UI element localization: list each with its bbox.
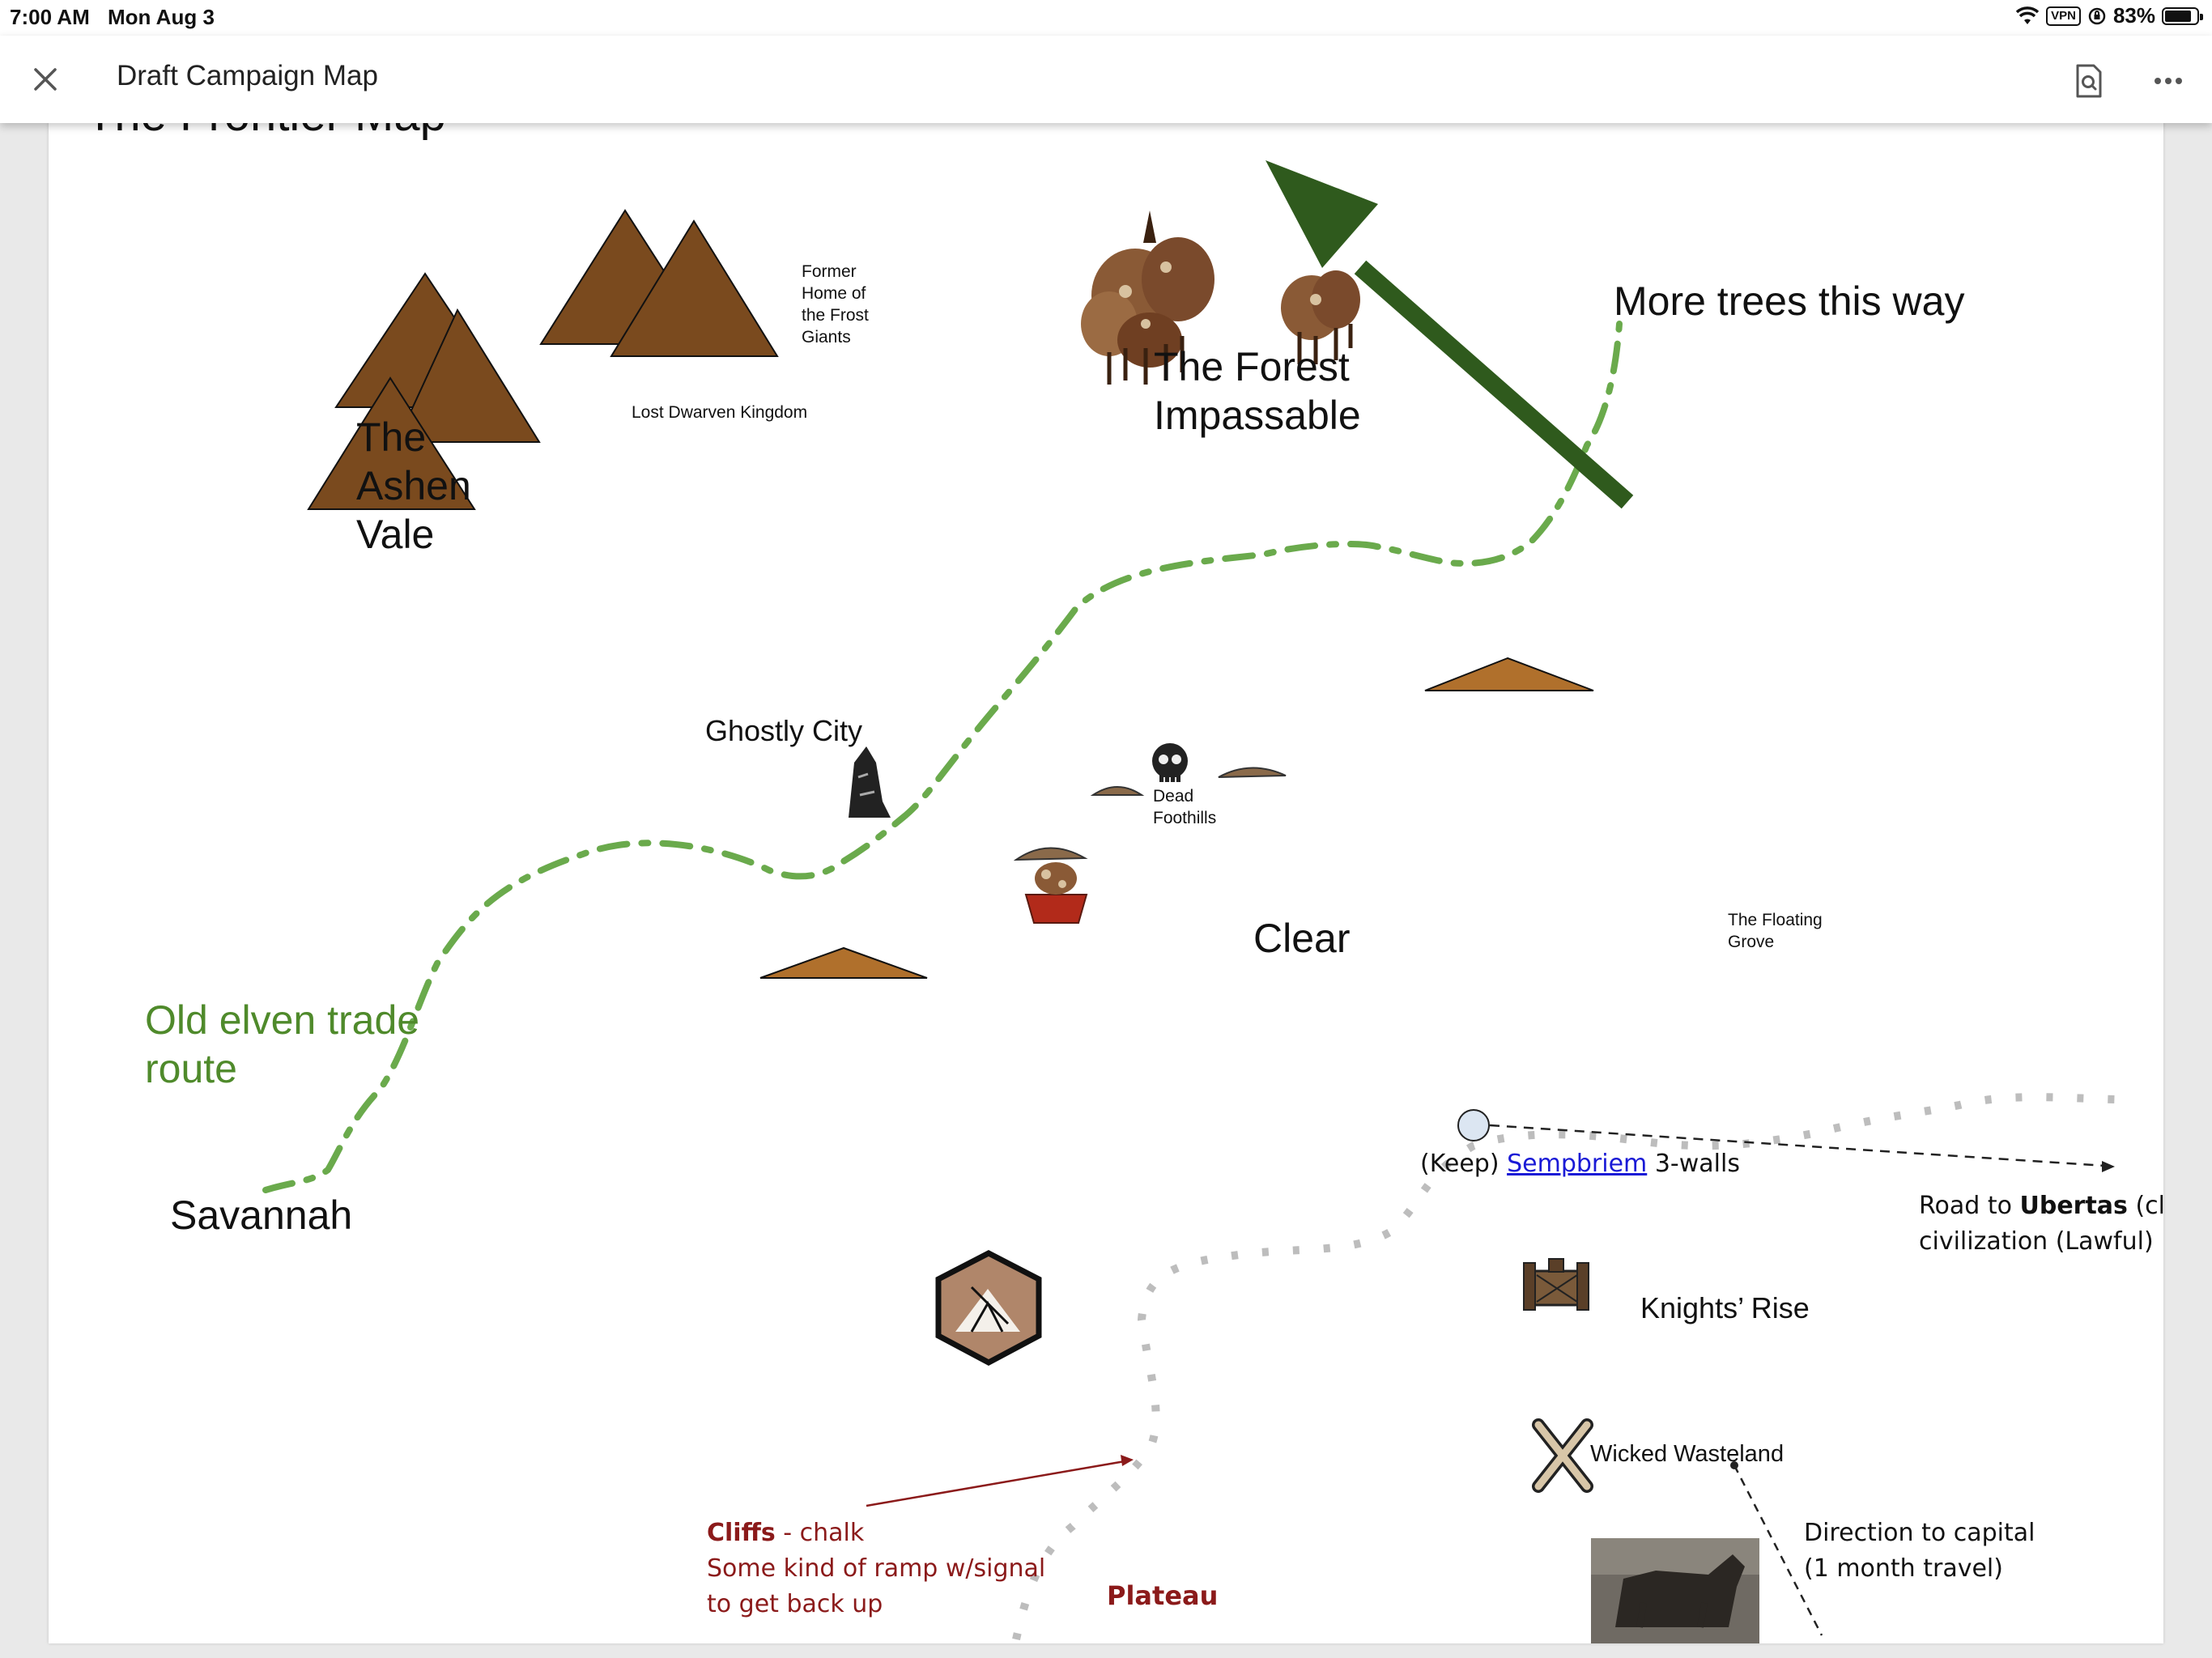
label-floating-grove: The Floating Grove	[1728, 909, 1823, 953]
capital-direction-arrow	[1730, 1461, 1823, 1636]
mountains-ashen-vale	[307, 272, 541, 510]
map-canvas	[262, 160, 2116, 1643]
label-frost-giants-line-1: Former	[802, 262, 857, 281]
label-keep-suffix: 3-walls	[1654, 1150, 1740, 1178]
hill-east	[1424, 657, 1594, 691]
label-cliffs-bold: Cliffs	[707, 1519, 776, 1547]
label-road-bold: Ubertas	[2019, 1192, 2128, 1220]
skull-icon	[1152, 743, 1188, 782]
sempbriem-link[interactable]: Sempbriem	[1507, 1150, 1648, 1178]
status-time: 7:00 AM	[10, 5, 90, 29]
vpn-badge: VPN	[2046, 6, 2081, 26]
she-wolf-statue-image	[1591, 1538, 1759, 1643]
label-dwarven-kingdom: Lost Dwarven Kingdom	[632, 403, 808, 422]
label-forest-line-1: The Forest	[1154, 344, 1350, 389]
label-ashen-vale-line-2: Ashen	[356, 463, 471, 508]
floating-grove-icon	[1024, 862, 1088, 924]
label-ashen-vale: The Ashen Vale	[356, 413, 471, 559]
label-more-trees: More trees this way	[1614, 278, 1965, 324]
more-horizontal-icon	[2155, 78, 2182, 84]
label-road-ubertas: Road to Ubertas (closes civilization (La…	[1919, 1188, 2163, 1260]
elven-trade-route	[262, 321, 1623, 1193]
find-in-page-icon	[2076, 64, 2102, 98]
document-title: Draft Campaign Map	[117, 60, 378, 91]
label-dead-foothills: Dead Foothills	[1153, 785, 1216, 829]
status-date: Mon Aug 3	[108, 5, 215, 29]
close-button[interactable]	[23, 57, 68, 102]
label-ghostly-city: Ghostly City	[705, 714, 863, 747]
label-frost-giants-line-2: Home of	[802, 284, 866, 303]
label-capital-line-2: (1 month travel)	[1804, 1554, 2003, 1583]
battery-icon	[2162, 6, 2203, 25]
label-ramp-line-1: Some kind of ramp w/signal	[707, 1554, 1046, 1583]
road-to-ubertas-arrow	[1489, 1124, 2115, 1172]
hex-lair-icon	[935, 1250, 1042, 1366]
battery-percent: 83%	[2112, 3, 2155, 28]
forest-impassable-icon	[1081, 210, 1360, 385]
label-road-rest: (closes	[2135, 1192, 2163, 1220]
label-capital-line-1: Direction to capital	[1804, 1519, 2035, 1547]
map-page: The Frontier Map The Ashen Vale Former H…	[49, 105, 2163, 1643]
label-dead-foothills-line-1: Dead	[1153, 787, 1194, 806]
label-savannah: Savannah	[170, 1192, 353, 1238]
keep-marker	[1457, 1109, 1490, 1141]
label-ashen-vale-line-1: The	[356, 414, 427, 460]
label-elven-route: Old elven trade route	[145, 996, 419, 1093]
status-right: VPN 83%	[2015, 3, 2203, 28]
ghostly-city-icon	[849, 746, 891, 818]
label-cliffs-rest: - chalk	[775, 1519, 865, 1547]
label-clear: Clear	[1253, 916, 1351, 961]
label-keep-prefix: (Keep)	[1420, 1150, 1499, 1178]
label-dead-foothills-line-2: Foothills	[1153, 809, 1217, 827]
more-trees-arrow	[1266, 160, 1634, 509]
more-options-button[interactable]	[2142, 55, 2194, 107]
close-icon	[34, 68, 57, 91]
label-frost-giants-line-4: Giants	[802, 328, 851, 346]
label-cliffs: Cliffs - chalk Some kind of ramp w/signa…	[707, 1516, 1045, 1622]
label-forest-line-2: Impassable	[1154, 393, 1361, 438]
app-bar: Draft Campaign Map	[0, 36, 2212, 123]
find-in-document-button[interactable]	[2063, 55, 2115, 107]
label-ashen-vale-line-3: Vale	[356, 512, 435, 557]
hill-south	[759, 946, 928, 979]
label-road-line-2: civilization (Lawful)	[1919, 1227, 2154, 1256]
dead-foothill-mounds	[1013, 767, 1287, 861]
cliffs-arrow	[866, 1455, 1134, 1507]
label-keep: (Keep) Sempbriem 3-walls	[1420, 1150, 1740, 1178]
battery-level	[2165, 10, 2191, 22]
label-elven-route-line-2: route	[145, 1046, 237, 1091]
label-knights-rise: Knights’ Rise	[1640, 1291, 1810, 1324]
orientation-lock-icon	[2088, 7, 2106, 24]
status-bar: 7:00 AM Mon Aug 3 VPN 83%	[0, 0, 2212, 36]
label-frost-giants: Former Home of the Frost Giants	[802, 261, 869, 348]
label-forest: The Forest Impassable	[1154, 342, 1361, 440]
label-capital: Direction to capital (1 month travel)	[1804, 1516, 2035, 1587]
label-plateau: Plateau	[1107, 1580, 1219, 1611]
label-floating-grove-line-1: The Floating	[1728, 911, 1823, 929]
wifi-icon	[2015, 6, 2040, 24]
label-elven-route-line-1: Old elven trade	[145, 997, 420, 1043]
crossed-bones-icon	[1532, 1418, 1593, 1493]
label-road-prefix: Road to	[1919, 1192, 2012, 1220]
castle-icon	[1523, 1258, 1589, 1311]
mountains-frost-giants	[539, 209, 779, 357]
label-wicked-wasteland: Wicked Wasteland	[1590, 1441, 1784, 1467]
label-frost-giants-line-3: the Frost	[802, 306, 869, 325]
label-floating-grove-line-2: Grove	[1728, 933, 1775, 951]
label-ramp-line-2: to get back up	[707, 1590, 883, 1618]
